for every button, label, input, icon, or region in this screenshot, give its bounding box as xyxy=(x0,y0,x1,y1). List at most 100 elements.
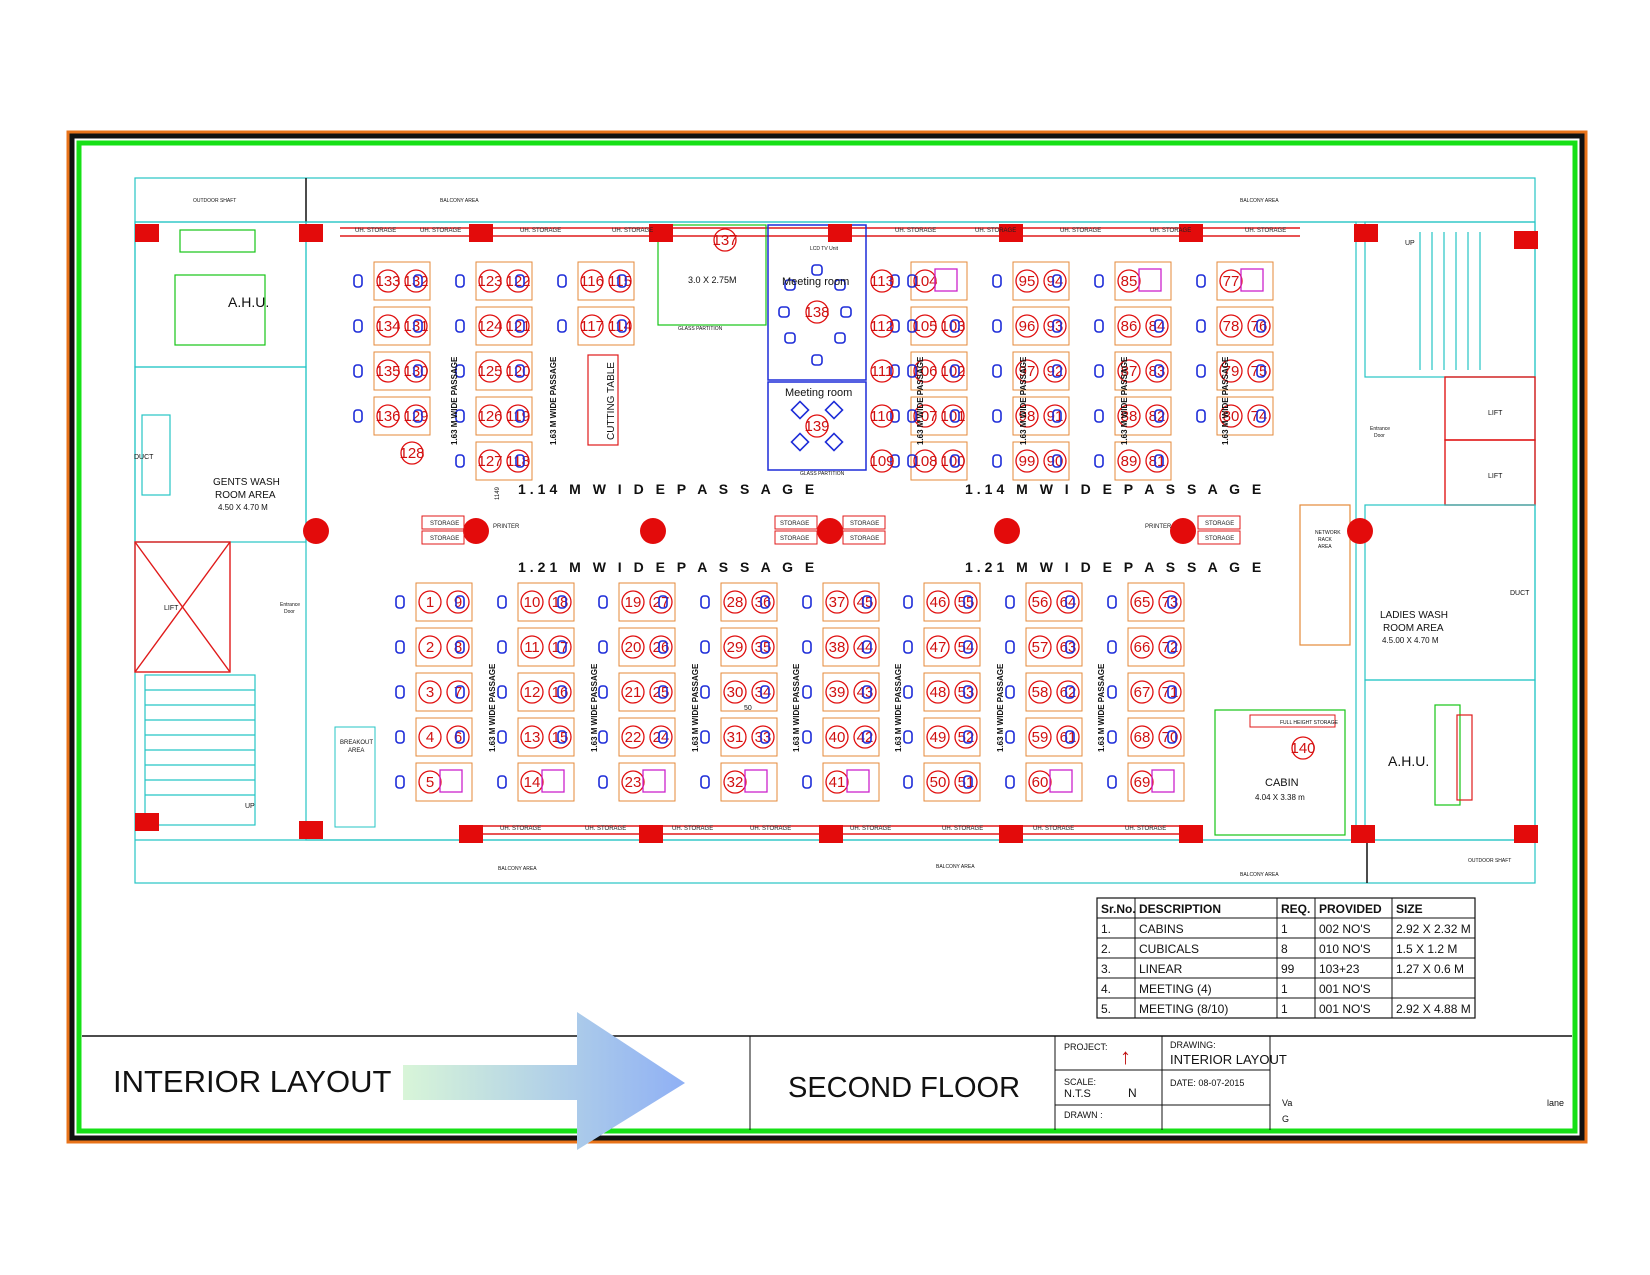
seat-number: 17 xyxy=(552,639,569,656)
seat-number: 32 xyxy=(727,774,744,791)
seat-marker xyxy=(1130,680,1154,704)
chair-icon xyxy=(1094,274,1104,288)
seat-number: 59 xyxy=(1032,729,1049,746)
chair-icon xyxy=(907,409,917,423)
chair-icon xyxy=(903,685,913,699)
desk-outline xyxy=(1216,396,1274,436)
desk-outline xyxy=(1025,672,1083,712)
desk-outline xyxy=(517,717,575,757)
seat-marker xyxy=(1247,314,1271,338)
seat-number: 83 xyxy=(1149,363,1166,380)
seat-marker xyxy=(751,725,775,749)
seat-number: 60 xyxy=(1032,774,1049,791)
vertical-passage-label: 1.63 M WIDE PASSAGE xyxy=(488,663,497,752)
meeting-chair-icon xyxy=(834,279,846,291)
passage-121-left: 1.21 M W I D E P A S S A G E xyxy=(518,559,818,575)
seat-marker xyxy=(478,269,502,293)
passage-114-right: 1.14 M W I D E P A S S A G E xyxy=(965,481,1265,497)
chair-icon xyxy=(353,364,363,378)
seat-number: 92 xyxy=(1047,363,1064,380)
desk-outline xyxy=(1114,351,1172,391)
storage-label: STORAGE xyxy=(780,536,809,542)
desk-outline xyxy=(1025,762,1083,802)
chair-icon xyxy=(1094,319,1104,333)
vertical-passage-label: 1.63 M WIDE PASSAGE xyxy=(792,663,801,752)
seat-marker xyxy=(853,590,877,614)
uh-storage-label: UH. STORAGE xyxy=(1245,228,1286,234)
seat-marker xyxy=(723,725,747,749)
passage-storage xyxy=(421,515,1241,545)
seat-number: 57 xyxy=(1032,639,1049,656)
schedule-cell: 3. xyxy=(1101,962,1111,976)
seat-marker xyxy=(621,590,645,614)
chair-icon xyxy=(658,730,668,744)
drawing-label: DRAWING: xyxy=(1170,1040,1216,1050)
seat-number: 48 xyxy=(930,684,947,701)
seat-marker xyxy=(506,449,530,473)
seat-number: 53 xyxy=(958,684,975,701)
column-block xyxy=(639,825,663,843)
chair-icon xyxy=(890,409,900,423)
sheet-frame-green xyxy=(76,140,1578,1134)
chair-icon xyxy=(557,319,567,333)
schedule-cell: 1 xyxy=(1281,1002,1288,1016)
vertical-passages: 1.63 M WIDE PASSAGE 1.63 M WIDE PASSAGE 1.… xyxy=(450,356,1230,752)
seat-marker xyxy=(1291,736,1315,760)
seat-number: 111 xyxy=(871,363,894,380)
chair-icon xyxy=(1052,409,1062,423)
storage-label: STORAGE xyxy=(850,536,879,542)
uh-storage-label: UH. STORAGE xyxy=(420,228,461,234)
column-block xyxy=(299,821,323,839)
chair-icon xyxy=(617,319,627,333)
seat-number: 1 xyxy=(426,594,434,611)
chair-icon xyxy=(658,640,668,654)
seat-marker xyxy=(1028,680,1052,704)
balcony-top-right-label: BALCONY AREA xyxy=(1240,198,1279,204)
seat-number: 24 xyxy=(653,729,670,746)
chair-icon xyxy=(353,319,363,333)
seat-number: 81 xyxy=(1149,453,1166,470)
seat-number: 56 xyxy=(1032,594,1049,611)
schedule-header-cell: DESCRIPTION xyxy=(1139,902,1221,916)
seat-marker xyxy=(506,359,530,383)
column-block xyxy=(1351,825,1375,843)
lcd-label: LCD TV Unit xyxy=(810,246,839,252)
chair-icon xyxy=(862,640,872,654)
seat-marker xyxy=(954,770,978,794)
meeting-room-2 xyxy=(767,381,867,471)
chair-icon xyxy=(1196,409,1206,423)
chair-icon xyxy=(497,595,507,609)
cabin-size-label: 4.04 X 3.38 m xyxy=(1255,793,1305,802)
seat-marker xyxy=(751,680,775,704)
column-block xyxy=(828,224,852,242)
seat-number: 55 xyxy=(958,594,975,611)
dim-50-label: 50 xyxy=(744,705,752,712)
seat-number: 76 xyxy=(1251,318,1268,335)
desk-outline xyxy=(517,672,575,712)
seat-marker xyxy=(400,441,424,465)
seat-number: 133 xyxy=(375,273,400,290)
dim-1149-label: 1149 xyxy=(495,486,501,500)
seat-marker xyxy=(1158,590,1182,614)
chair-icon xyxy=(455,364,465,378)
network-rack-area xyxy=(1299,504,1351,646)
desk-outline xyxy=(910,441,968,481)
seat-marker xyxy=(870,314,894,338)
breakout-label-2: AREA xyxy=(348,748,364,754)
chair-icon xyxy=(598,775,608,789)
seat-number: 41 xyxy=(829,774,846,791)
desk-outline xyxy=(1025,627,1083,667)
entrance-left-label: Entrance xyxy=(280,602,300,608)
seat-marker xyxy=(913,269,937,293)
seat-marker xyxy=(621,635,645,659)
breakout-label: BREAKOUT xyxy=(340,740,373,746)
seat-marker xyxy=(926,680,950,704)
seat-marker xyxy=(404,359,428,383)
chair-icon xyxy=(963,775,973,789)
seat-marker xyxy=(1015,269,1039,293)
desk-outline xyxy=(923,627,981,667)
seat-number: 33 xyxy=(755,729,772,746)
seat-marker xyxy=(418,770,442,794)
chair-icon xyxy=(903,730,913,744)
desk-outline xyxy=(923,762,981,802)
